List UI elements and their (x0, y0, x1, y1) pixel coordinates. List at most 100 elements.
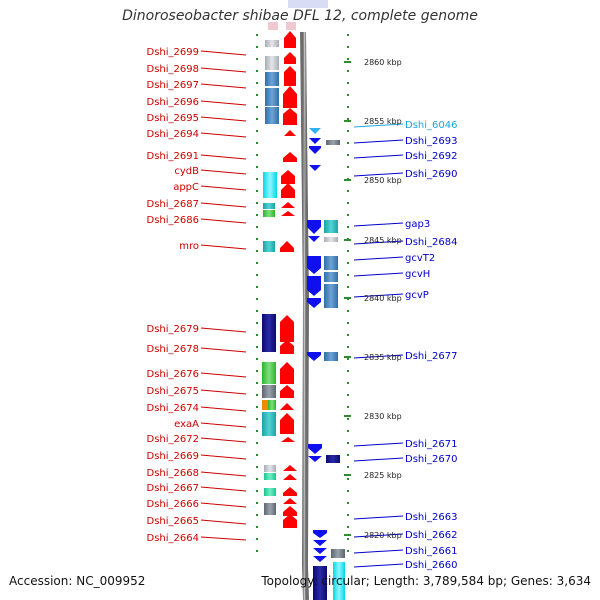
gene-block-2660-b (333, 562, 345, 600)
gene-block-2676 (262, 362, 276, 384)
tick-mark (256, 322, 258, 324)
gene-block-gap3 (324, 220, 338, 233)
gene-label-left[interactable]: Dshi_2686 (147, 215, 199, 226)
gene-label-right[interactable]: Dshi_2661 (405, 546, 457, 557)
arrow-2698 (284, 52, 296, 64)
arrow-2693 (309, 138, 321, 144)
arrow-cydB (281, 170, 295, 184)
reverse-strand-genes (307, 128, 345, 600)
label-connector (200, 519, 247, 525)
tick-mark (347, 82, 349, 84)
label-connector (353, 515, 404, 520)
label-connector (353, 123, 404, 128)
gene-block-2675 (262, 385, 276, 398)
gene-label-left[interactable]: Dshi_2675 (147, 386, 199, 397)
gene-label-left[interactable]: Dshi_2665 (147, 516, 199, 527)
tick-mark (347, 394, 349, 396)
label-connector (200, 502, 247, 508)
arrow-2699 (284, 31, 296, 48)
tick-mark (256, 406, 258, 408)
gene-label-right[interactable]: Dshi_2692 (405, 151, 457, 162)
forward-strand-genes (262, 31, 297, 528)
gene-label-left[interactable]: Dshi_2666 (147, 499, 199, 510)
label-connector (200, 454, 247, 460)
gene-label-right[interactable]: Dshi_2670 (405, 454, 457, 465)
label-connector (200, 486, 247, 492)
gene-label-left[interactable]: exaA (174, 419, 199, 430)
scale-major-tick (344, 120, 351, 122)
tick-mark (347, 46, 349, 48)
gene-label-left[interactable]: mro (179, 241, 199, 252)
tick-mark (256, 298, 258, 300)
label-connector (200, 100, 247, 106)
tick-mark (347, 382, 349, 384)
gene-label-right[interactable]: gcvH (405, 269, 430, 280)
gene-label-right[interactable]: Dshi_2677 (405, 351, 457, 362)
gene-label-left[interactable]: Dshi_2667 (147, 483, 199, 494)
gene-label-left[interactable]: Dshi_2696 (147, 97, 199, 108)
genome-summary-text: Topology: circular; Length: 3,789,584 bp… (261, 574, 591, 588)
tick-mark (347, 538, 349, 540)
left-tick-column (256, 34, 258, 552)
tick-mark (347, 58, 349, 60)
tick-mark (256, 454, 258, 456)
gene-label-left[interactable]: Dshi_2695 (147, 113, 199, 124)
arrow-gcvP (307, 298, 321, 308)
gene-label-right[interactable]: Dshi_2690 (405, 169, 457, 180)
gene-label-left[interactable]: cydB (174, 166, 199, 177)
gene-block-2698 (265, 56, 279, 70)
tick-mark (347, 130, 349, 132)
gene-label-left[interactable]: Dshi_2698 (147, 64, 199, 75)
gene-label-left[interactable]: Dshi_2691 (147, 151, 199, 162)
gene-label-left[interactable]: Dshi_2669 (147, 451, 199, 462)
tick-mark (347, 478, 349, 480)
tick-mark (256, 382, 258, 384)
scale-label: 2825 kbp (364, 471, 402, 480)
gene-label-right[interactable]: Dshi_2663 (405, 512, 457, 523)
tick-mark (256, 82, 258, 84)
gene-label-left[interactable]: Dshi_2674 (147, 403, 199, 414)
label-connector (353, 240, 404, 245)
gene-label-left[interactable]: Dshi_2699 (147, 47, 199, 58)
gene-label-left[interactable]: appC (173, 182, 199, 193)
gene-label-left[interactable]: Dshi_2694 (147, 129, 199, 140)
tick-mark (256, 430, 258, 432)
tick-mark (256, 262, 258, 264)
arrow-2668 (283, 474, 297, 480)
gene-label-left[interactable]: Dshi_2678 (147, 344, 199, 355)
gene-label-left[interactable]: Dshi_2672 (147, 434, 199, 445)
label-connector (200, 169, 247, 175)
label-connector (200, 116, 247, 122)
gene-label-right[interactable]: gcvP (405, 290, 429, 301)
gene-label-left[interactable]: Dshi_2664 (147, 533, 199, 544)
gene-label-left[interactable]: Dshi_2697 (147, 80, 199, 91)
gene-label-right[interactable]: Dshi_2684 (405, 237, 457, 248)
gene-block-2667 (264, 488, 276, 496)
gene-label-right[interactable]: Dshi_2671 (405, 439, 457, 450)
arrow-2696 (283, 86, 297, 108)
arrow-2694 (284, 130, 296, 136)
gene-label-right[interactable]: Dshi_2662 (405, 530, 457, 541)
label-connector (200, 422, 247, 428)
arrow-mro (280, 241, 294, 252)
gene-label-right[interactable]: Dshi_2660 (405, 560, 457, 571)
tick-mark (347, 490, 349, 492)
tick-mark (347, 274, 349, 276)
gene-label-right[interactable]: gap3 (405, 219, 430, 230)
gene-label-right[interactable]: Dshi_6046 (405, 120, 457, 131)
gene-label-right[interactable]: Dshi_2693 (405, 136, 457, 147)
gene-label-left[interactable]: Dshi_2679 (147, 324, 199, 335)
gene-block-cydB (263, 172, 277, 198)
gene-label-left[interactable]: Dshi_2687 (147, 199, 199, 210)
gene-label-left[interactable]: Dshi_2668 (147, 468, 199, 479)
gene-label-right[interactable]: gcvT2 (405, 253, 435, 264)
tick-mark (347, 334, 349, 336)
tick-mark (347, 250, 349, 252)
scale-major-tick (344, 239, 351, 241)
arrow-2691 (283, 152, 297, 162)
arrow-2672 (281, 437, 295, 442)
tick-mark (347, 190, 349, 192)
gene-label-left[interactable]: Dshi_2676 (147, 369, 199, 380)
gene-block-2668 (264, 473, 276, 480)
map-top-tab (288, 0, 328, 8)
